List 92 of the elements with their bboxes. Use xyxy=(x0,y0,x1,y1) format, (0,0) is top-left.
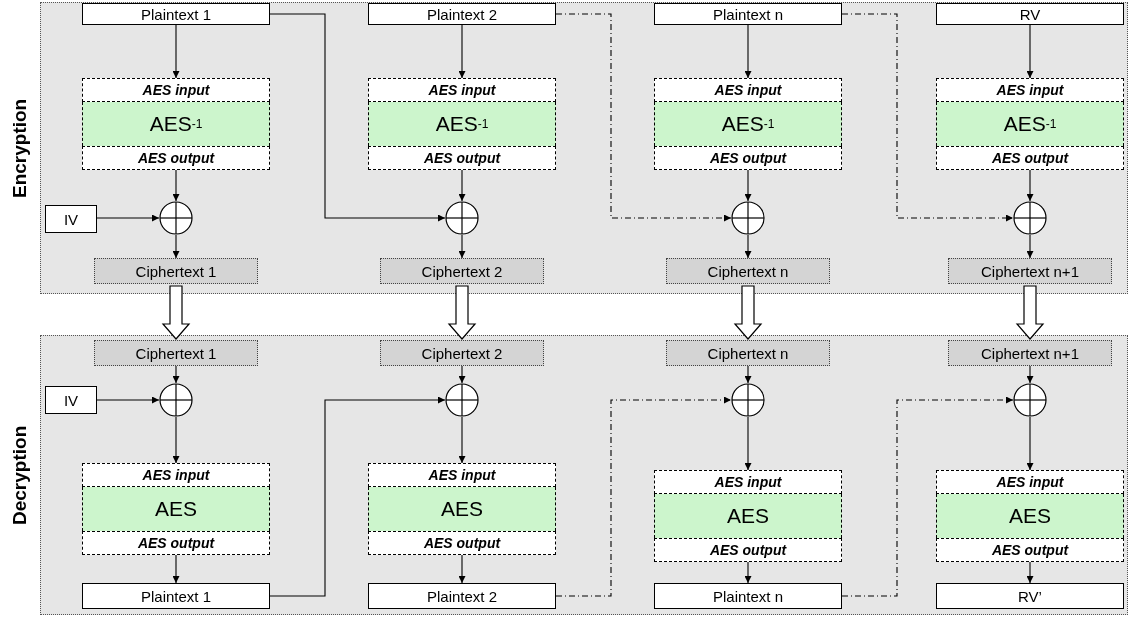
arrow xyxy=(96,214,160,222)
arrow xyxy=(172,234,180,259)
arrow xyxy=(172,169,180,202)
arrow xyxy=(172,554,180,584)
ciphertext-box: Ciphertext 1 xyxy=(94,258,258,284)
xor-symbol xyxy=(731,201,765,235)
arrow xyxy=(269,396,446,597)
arrow xyxy=(172,365,180,384)
block-input-label: AES input xyxy=(368,78,556,102)
ciphertext-box: Ciphertext n xyxy=(666,258,830,284)
xor-symbol xyxy=(159,383,193,417)
ciphertext-box: Ciphertext 1 xyxy=(94,340,258,366)
cipher-block xyxy=(936,470,1124,562)
arrow xyxy=(744,416,752,471)
block-input-label: AES input xyxy=(936,470,1124,494)
block-input-label: AES input xyxy=(82,78,270,102)
arrow xyxy=(744,561,752,584)
block-input-label: AES input xyxy=(368,463,556,487)
arrow xyxy=(1026,561,1034,584)
text-box: IV xyxy=(45,205,97,233)
text-box: Plaintext n xyxy=(654,3,842,25)
arrow xyxy=(841,13,1014,222)
arrow xyxy=(555,396,732,597)
cipher-block xyxy=(936,78,1124,170)
block-output-label: AES output xyxy=(368,531,556,555)
arrow xyxy=(172,416,180,464)
section-heading: Decryption xyxy=(8,424,31,527)
ciphertext-box: Ciphertext n+1 xyxy=(948,340,1112,366)
arrow xyxy=(458,554,466,584)
arrow xyxy=(1026,234,1034,259)
hollow-arrow xyxy=(1015,285,1045,340)
block-output-label: AES output xyxy=(368,146,556,170)
arrow xyxy=(744,234,752,259)
text-box: Plaintext 1 xyxy=(82,3,270,25)
cipher-block xyxy=(654,78,842,170)
xor-symbol xyxy=(159,201,193,235)
block-input-label: AES input xyxy=(654,470,842,494)
text-box: Plaintext 1 xyxy=(82,583,270,609)
arrow xyxy=(744,24,752,79)
cipher-block xyxy=(368,78,556,170)
arrow xyxy=(172,24,180,79)
xor-symbol xyxy=(731,383,765,417)
block-name: AES xyxy=(82,487,270,531)
block-output-label: AES output xyxy=(936,146,1124,170)
arrow xyxy=(744,169,752,202)
xor-symbol xyxy=(1013,383,1047,417)
text-box: Plaintext 2 xyxy=(368,583,556,609)
text-box: RV xyxy=(936,3,1124,25)
text-box: Plaintext 2 xyxy=(368,3,556,25)
arrow xyxy=(458,416,466,464)
arrow xyxy=(1026,24,1034,79)
block-output-label: AES output xyxy=(654,538,842,562)
cipher-block xyxy=(368,463,556,555)
ciphertext-box: Ciphertext n xyxy=(666,340,830,366)
text-box: IV xyxy=(45,386,97,414)
arrow xyxy=(458,365,466,384)
block-name: AES xyxy=(654,494,842,538)
block-output-label: AES output xyxy=(82,531,270,555)
cipher-block xyxy=(82,78,270,170)
block-name: AES xyxy=(368,487,556,531)
text-box: RV’ xyxy=(936,583,1124,609)
block-input-label: AES input xyxy=(82,463,270,487)
block-output-label: AES output xyxy=(82,146,270,170)
hollow-arrow xyxy=(447,285,477,340)
xor-symbol xyxy=(1013,201,1047,235)
arrow xyxy=(841,396,1014,597)
block-output-label: AES output xyxy=(654,146,842,170)
block-name: AES xyxy=(936,494,1124,538)
cipher-block xyxy=(82,463,270,555)
section-heading: Encryption xyxy=(8,97,31,200)
arrow xyxy=(744,365,752,384)
ciphertext-box: Ciphertext 2 xyxy=(380,340,544,366)
arrow xyxy=(555,13,732,222)
arrow xyxy=(96,396,160,404)
ciphertext-box: Ciphertext 2 xyxy=(380,258,544,284)
hollow-arrow xyxy=(733,285,763,340)
arrow xyxy=(458,24,466,79)
arrow xyxy=(1026,169,1034,202)
ciphertext-box: Ciphertext n+1 xyxy=(948,258,1112,284)
block-output-label: AES output xyxy=(936,538,1124,562)
block-input-label: AES input xyxy=(936,78,1124,102)
arrow xyxy=(1026,365,1034,384)
arrow xyxy=(458,234,466,259)
block-input-label: AES input xyxy=(654,78,842,102)
xor-symbol xyxy=(445,201,479,235)
arrow xyxy=(269,13,446,222)
text-box: Plaintext n xyxy=(654,583,842,609)
arrow xyxy=(1026,416,1034,471)
cipher-block xyxy=(654,470,842,562)
hollow-arrow xyxy=(161,285,191,340)
xor-symbol xyxy=(445,383,479,417)
arrow xyxy=(458,169,466,202)
